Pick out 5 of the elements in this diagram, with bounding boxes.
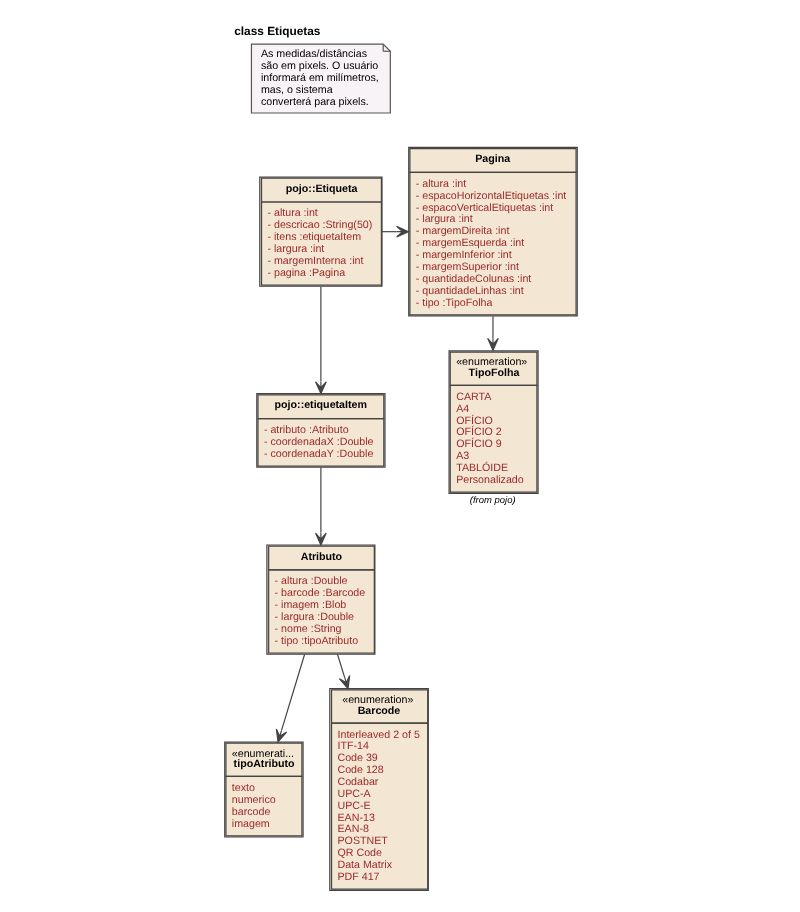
arrow xyxy=(313,285,326,395)
arrow xyxy=(335,653,350,690)
arrow xyxy=(486,315,498,351)
arrow xyxy=(313,466,326,546)
arrow xyxy=(274,653,305,743)
